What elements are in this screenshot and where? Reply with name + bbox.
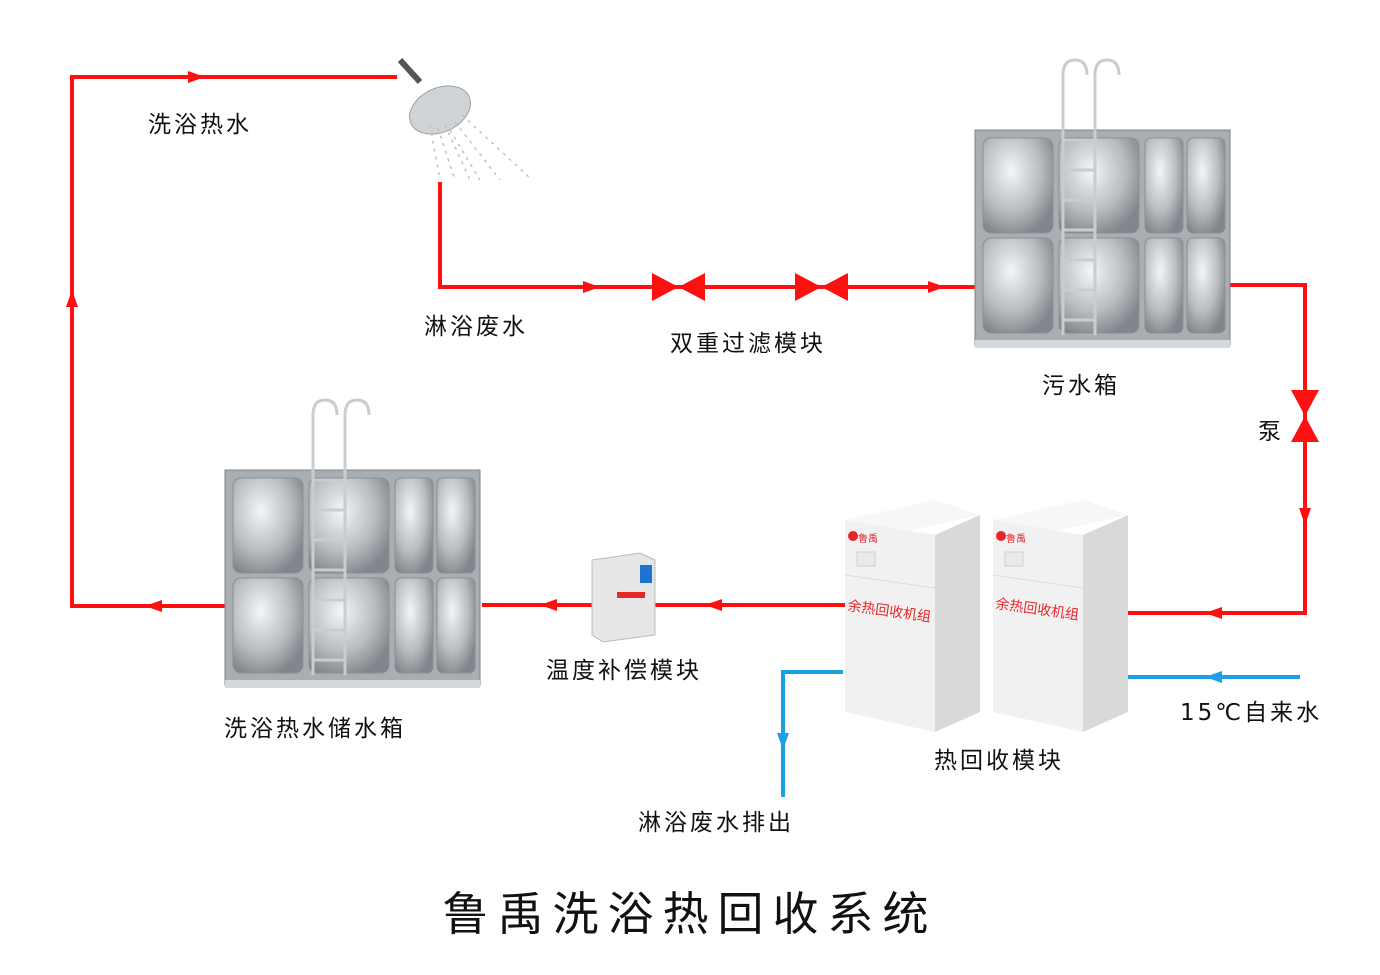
arrow-down-icon <box>777 733 789 750</box>
label-hot-water-tank: 洗浴热水储水箱 <box>224 716 406 742</box>
temperature-compensation-device <box>591 552 656 643</box>
arrow-left-icon <box>1205 607 1222 619</box>
label-tap-water: 15℃自来水 <box>1180 700 1323 726</box>
arrow-left-icon <box>1205 671 1222 683</box>
arrow-up-icon <box>66 290 78 307</box>
arrow-right-icon <box>188 71 205 83</box>
label-waste-discharge: 淋浴废水排出 <box>638 810 794 836</box>
flow-arrows <box>66 71 1311 619</box>
label-heat-recovery-module: 热回收模块 <box>934 748 1064 774</box>
brand-logo: 鲁禹 <box>1006 532 1026 545</box>
heat-recovery-unit-1: 余热回收机组 鲁禹 <box>844 499 981 733</box>
diagram-title: 鲁禹洗浴热回收系统 <box>442 887 938 941</box>
filter-valve-icon <box>795 273 848 301</box>
arrow-right-icon <box>928 281 945 293</box>
arrow-left-icon <box>540 599 557 611</box>
heat-recovery-unit-2: 余热回收机组 鲁禹 <box>992 499 1129 733</box>
brand-logo: 鲁禹 <box>858 532 878 545</box>
label-bath-hot-water: 洗浴热水 <box>148 112 252 138</box>
arrow-left-icon <box>145 600 162 612</box>
label-dual-filter: 双重过滤模块 <box>670 331 826 357</box>
pump-valve-icon <box>1291 390 1319 442</box>
arrow-right-icon <box>583 281 600 293</box>
shower-head-icon <box>397 57 531 181</box>
label-temp-compensation: 温度补偿模块 <box>546 658 702 684</box>
label-shower-waste-water: 淋浴废水 <box>424 314 528 340</box>
sewage-tank <box>973 58 1232 350</box>
arrow-left-icon <box>705 599 722 611</box>
label-pump: 泵 <box>1258 419 1284 445</box>
filter-valve-icon <box>652 273 705 301</box>
arrow-down-icon <box>1299 508 1311 525</box>
label-sewage-tank: 污水箱 <box>1042 373 1120 399</box>
hot-water-storage-tank <box>223 398 482 690</box>
